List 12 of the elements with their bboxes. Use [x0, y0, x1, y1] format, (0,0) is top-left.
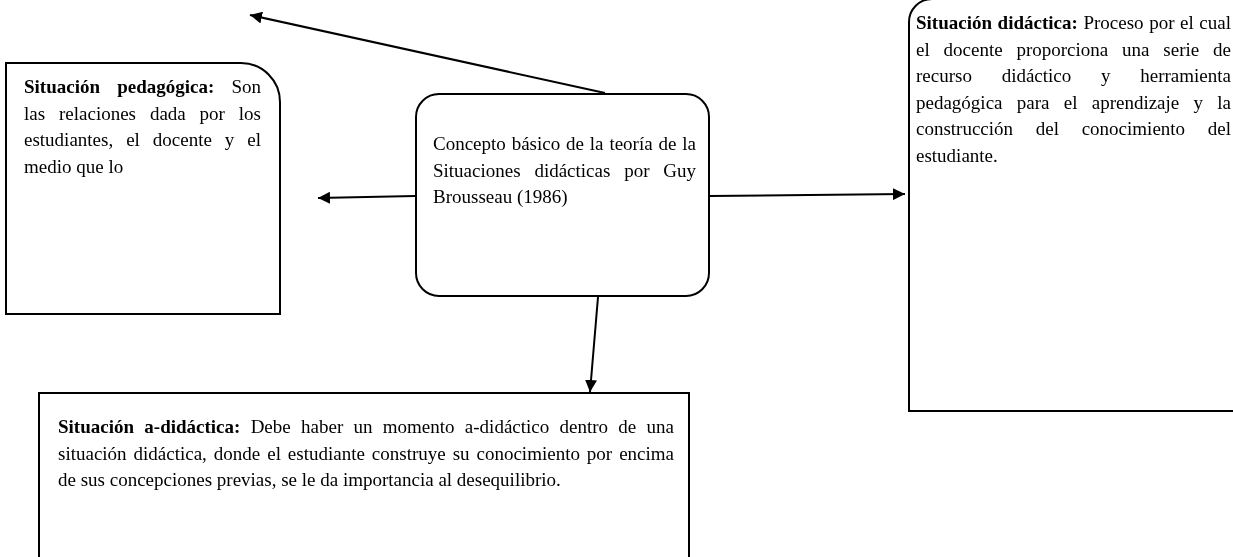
text-box	[5, 62, 281, 315]
text-box	[415, 93, 710, 297]
node-text: Concepto básico de la teoría de la Situaciones didácticas por Guy Brousseau (1986)	[433, 132, 696, 209]
arrow	[585, 296, 599, 393]
text-box	[908, 0, 1233, 412]
arrow	[317, 191, 416, 204]
arrow	[709, 188, 906, 201]
node-text: Situación a-didáctica: Debe haber un momento a-didáctico dentro de una situación didáctica, donde el estudiante construye su conocimiento por encima de sus concepciones previas, se le da importancia al desequilibrio.	[58, 415, 674, 492]
node-text: Situación didáctica: Proceso por el cual el docente proporciona una serie de recurso didáctico y herramienta pedagógica para el aprendizaje y la construcción del conocimiento del estudiante.	[916, 11, 1231, 168]
arrow	[249, 11, 606, 94]
text-box	[38, 392, 690, 557]
node-text: Situación pedagógica: Son las relaciones dada por los estudiantes, el docente y el medio que lo	[24, 75, 261, 179]
